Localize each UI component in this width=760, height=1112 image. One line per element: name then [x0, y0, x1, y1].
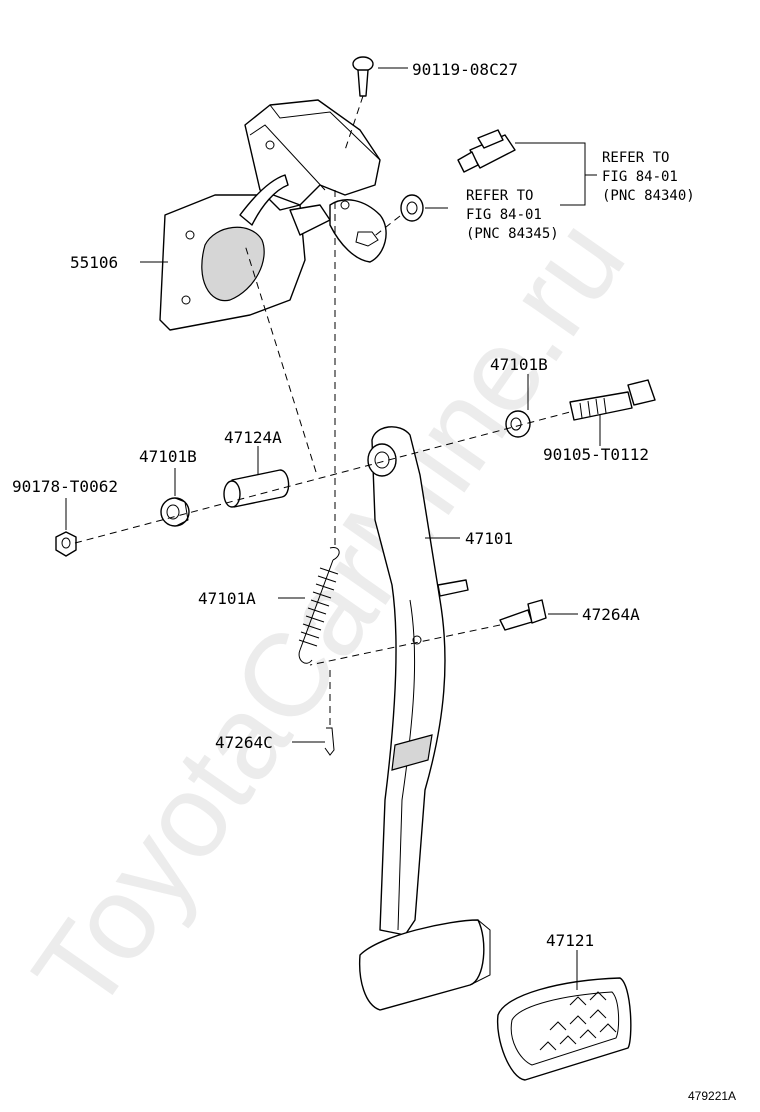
pedal-bracket — [159, 99, 387, 331]
bolt-47264A — [499, 599, 547, 631]
pedal-pad-base — [358, 919, 491, 1011]
label-47121: 47121 — [546, 931, 594, 950]
label-47101B-left: 47101B — [139, 447, 197, 466]
ref1-line2: FIG 84-01 — [602, 169, 678, 185]
figure-code: 479221A — [688, 1089, 736, 1103]
label-47264C: 47264C — [215, 733, 273, 752]
spring-47101A — [298, 546, 340, 664]
label-55106: 55106 — [70, 253, 118, 272]
ref1-line1: REFER TO — [602, 150, 669, 166]
label-90105-T0112: 90105-T0112 — [543, 445, 649, 464]
bolt-90105 — [569, 379, 656, 421]
label-47101A: 47101A — [198, 589, 256, 608]
switch-cushion — [400, 194, 424, 222]
pedal-arm-47101 — [367, 426, 469, 936]
ref2-line2: FIG 84-01 — [466, 207, 542, 223]
collar-47101B-left — [160, 497, 190, 527]
ref2-line1: REFER TO — [466, 188, 533, 204]
label-47264A: 47264A — [582, 605, 640, 624]
stoplight-switch — [457, 129, 516, 173]
watermark: ToyotaCarMine.ru — [8, 196, 650, 1035]
label-90178-T0062: 90178-T0062 — [12, 477, 118, 496]
label-47101: 47101 — [465, 529, 513, 548]
collar-47101B-right — [505, 410, 531, 438]
pedal-pad-47121 — [496, 977, 632, 1081]
ref1-line3: (PNC 84340) — [602, 188, 695, 204]
nut-90178 — [55, 531, 77, 557]
ref2-line3: (PNC 84345) — [466, 226, 559, 242]
bushing-47124A — [223, 469, 290, 508]
clip-47264C — [324, 727, 335, 756]
label-47124A: 47124A — [224, 428, 282, 447]
label-90119-08C27: 90119-08C27 — [412, 60, 518, 79]
bolt-90119 — [352, 56, 374, 97]
label-47101B-top: 47101B — [490, 355, 548, 374]
